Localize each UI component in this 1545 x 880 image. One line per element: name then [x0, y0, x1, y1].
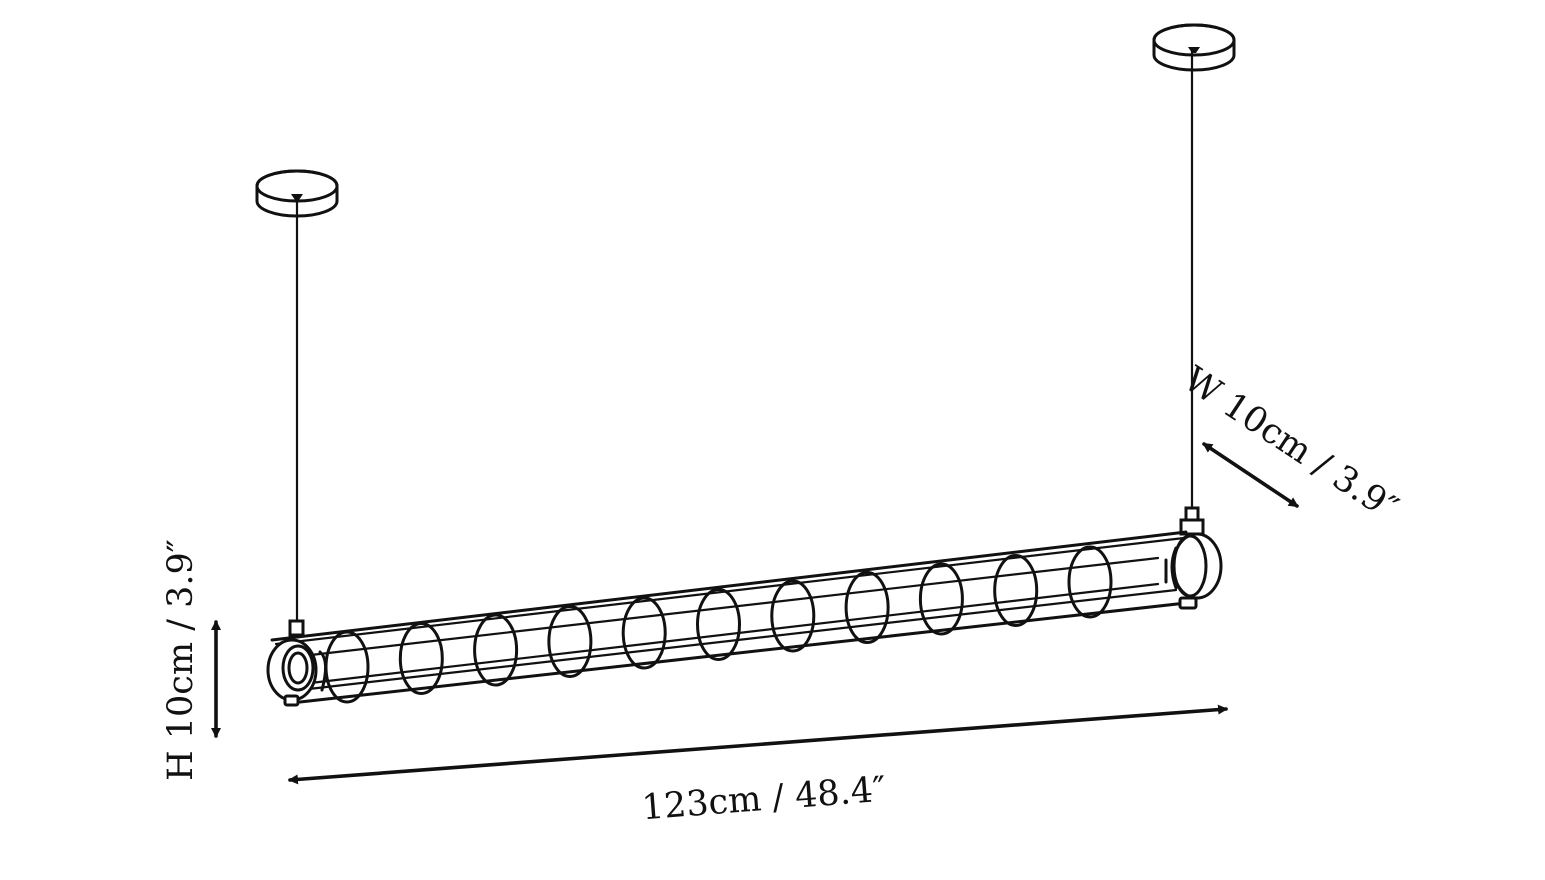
cage-ring	[844, 571, 890, 644]
left-ceiling-canopy	[255, 169, 339, 218]
right-wire-clamp	[1184, 506, 1200, 522]
height-dimension-label: H 10cm / 3.9″	[161, 539, 201, 781]
cage-rings	[324, 545, 1113, 704]
cage-ring	[918, 562, 964, 636]
cage-ring	[398, 622, 444, 695]
left-wire-clamp	[288, 619, 305, 637]
right-ceiling-canopy	[1152, 23, 1236, 72]
cage-ring	[473, 613, 519, 687]
width-dimension-arrow	[1202, 442, 1299, 508]
length-dimension-label: 123cm / 48.4″	[640, 770, 887, 829]
left-end-cap	[266, 638, 327, 707]
length-dimension-arrow	[288, 704, 1228, 785]
cage-ring	[770, 579, 816, 653]
cage-ring	[696, 588, 741, 661]
right-end-cap	[1164, 532, 1223, 610]
cage-ring	[1067, 545, 1113, 619]
cage-ring	[621, 596, 667, 670]
cage-ring	[993, 554, 1039, 627]
tube-body	[270, 530, 1188, 704]
cage-ring	[324, 630, 370, 704]
cage-ring	[547, 605, 593, 678]
